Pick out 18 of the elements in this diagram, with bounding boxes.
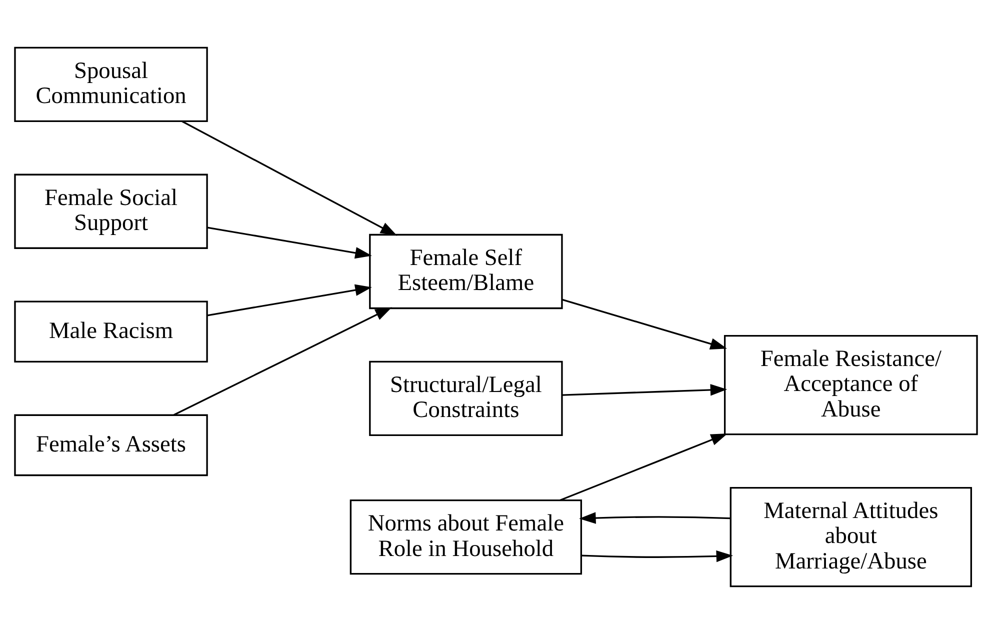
node-box: Spousal Communication [14, 46, 208, 122]
node-box: Female Social Support [14, 173, 208, 248]
arrow [562, 384, 728, 396]
arrow [560, 433, 728, 501]
node-box: Maternal Attitudes about Marriage/Abuse [730, 486, 972, 587]
node-box: Female Resistance/ Acceptance of Abuse [724, 334, 978, 435]
node-box: Norms about Female Role in Household [350, 498, 582, 574]
arrow [182, 120, 398, 236]
arrow [562, 298, 728, 350]
arrow [582, 550, 734, 562]
arrow [207, 226, 372, 258]
arrow [207, 284, 372, 316]
node-box: Structural/Legal Constraints [369, 360, 563, 436]
node-box: Female’s Assets [14, 414, 208, 476]
node-box: Male Racism [14, 300, 208, 362]
node-box: Female Self Esteem/Blame [369, 233, 563, 309]
arrow [174, 306, 392, 416]
arrow [579, 512, 731, 524]
